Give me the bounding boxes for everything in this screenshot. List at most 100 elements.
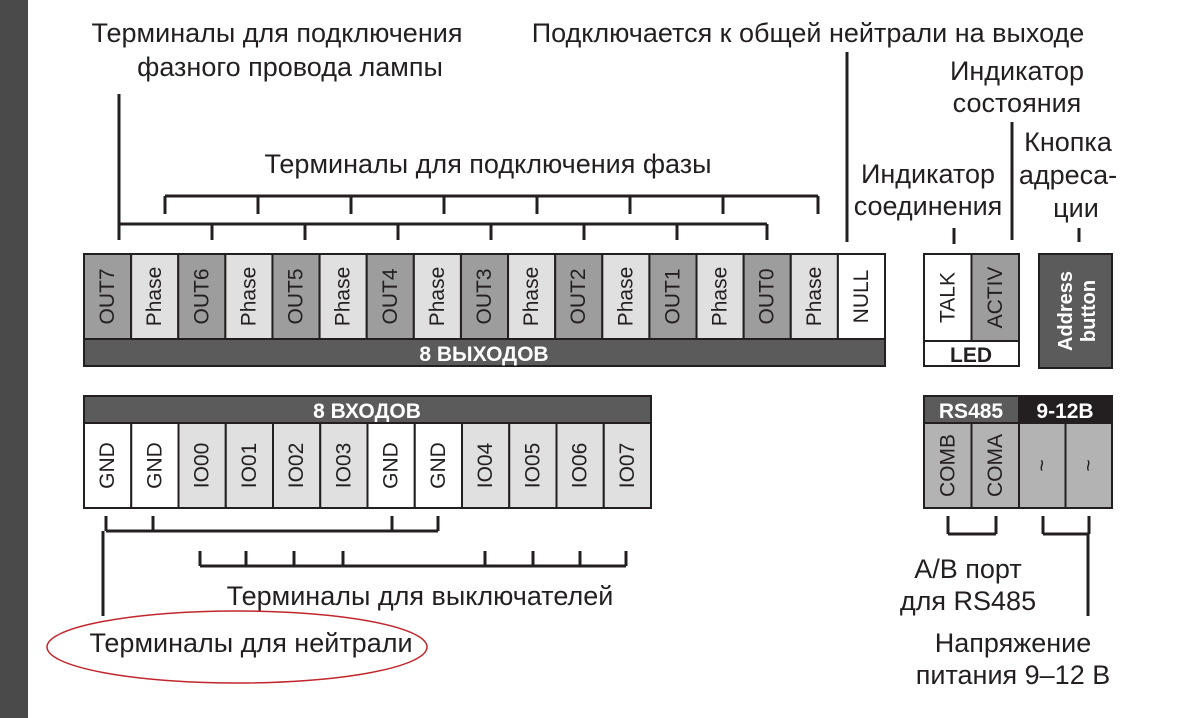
terminal-io01 xyxy=(224,422,274,509)
rs485-port-label-line1: A/B порт xyxy=(914,554,1021,584)
terminal-coma xyxy=(970,422,1020,509)
status-led-label-line1: Индикатор xyxy=(950,56,1084,86)
input-terminal-strip: GND GND IO00 IO01 IO02 IO03 GND GND IO04 IO05 IO06… xyxy=(83,422,652,509)
terminal-label-phase: Phase xyxy=(426,267,449,327)
rs485-bracket xyxy=(946,516,998,536)
terminal-activ xyxy=(970,253,1020,342)
terminal-phase xyxy=(695,253,745,340)
terminal-out4 xyxy=(365,253,415,340)
terminal-label-io04: IO04 xyxy=(474,442,497,488)
rs485-terminal-strip: COMB COMA xyxy=(923,422,1020,509)
terminal-label-phase: Phase xyxy=(143,267,166,327)
rs485-port-label-line2: для RS485 xyxy=(900,586,1036,616)
terminal-label-phase: Phase xyxy=(803,267,826,327)
terminal-label-null: NULL xyxy=(850,270,873,324)
neutral-bracket xyxy=(101,516,440,616)
power-label-line2: питания 9–12 В xyxy=(916,660,1110,690)
terminal-label-out4: OUT4 xyxy=(379,268,402,324)
terminal-label-io03: IO03 xyxy=(332,443,355,489)
terminal-label-out5: OUT5 xyxy=(285,268,308,324)
terminal-io05 xyxy=(508,422,558,509)
terminal-label-out0: OUT0 xyxy=(756,268,779,324)
power-bar xyxy=(1018,395,1113,424)
terminal-label-gnd: GND xyxy=(96,442,119,489)
output-terminal-strip: OUT7 Phase OUT6 Phase OUT5 Phase OUT4 Phase OUT3… xyxy=(83,253,886,340)
phase-terminals-label: Терминалы для подключения фазы xyxy=(264,149,711,179)
address-button-text-line2: button xyxy=(1078,280,1100,342)
terminal-phase xyxy=(224,253,274,340)
terminal-null xyxy=(836,253,886,340)
terminal-label-phase: Phase xyxy=(614,267,637,327)
terminal-label-activ: ACTIV xyxy=(984,267,1007,329)
terminal-label-out2: OUT2 xyxy=(567,268,590,324)
terminal-label-gnd: GND xyxy=(143,442,166,489)
terminal-label-tilde: ~ xyxy=(1077,459,1100,471)
terminal-talk xyxy=(923,253,973,342)
terminal-io06 xyxy=(555,422,605,509)
terminal-label-out1: OUT1 xyxy=(661,268,684,324)
terminal-label-phase: Phase xyxy=(332,267,355,327)
inputs-bar-label: 8 ВХОДОВ xyxy=(313,400,421,423)
terminal-label-tilde: ~ xyxy=(1031,459,1054,471)
terminal-label-phase: Phase xyxy=(709,267,732,327)
terminal-out7 xyxy=(83,253,133,340)
switch-terminals-label: Терминалы для выключателей xyxy=(227,581,614,611)
connection-led-label-line2: соединения xyxy=(854,191,1003,221)
terminal-io03 xyxy=(319,422,369,509)
address-button-label-line3: ции xyxy=(1053,193,1099,223)
inputs-bar xyxy=(83,395,652,424)
led-bar-label: LED xyxy=(950,344,992,367)
outputs-bar xyxy=(83,338,886,367)
power-label-line1: Напряжение xyxy=(935,628,1092,658)
connection-led-label-line1: Индикатор xyxy=(861,159,995,189)
lamp-phase-label-line1: Терминалы для подключения xyxy=(92,18,463,48)
terminal-label-gnd: GND xyxy=(427,442,450,489)
left-side-bar xyxy=(0,0,28,718)
terminal-tilde xyxy=(1064,422,1113,509)
power-bracket xyxy=(1041,516,1091,616)
terminal-gnd xyxy=(83,422,133,509)
terminal-label-io02: IO02 xyxy=(285,443,308,489)
terminal-label-out6: OUT6 xyxy=(190,268,213,324)
terminal-label-out7: OUT7 xyxy=(96,268,119,324)
terminal-label-io06: IO06 xyxy=(569,443,592,489)
led-terminal-strip: TALK ACTIV xyxy=(923,253,1020,342)
terminal-label-io05: IO05 xyxy=(521,443,544,489)
terminal-label-coma: COMA xyxy=(984,434,1007,497)
terminal-io02 xyxy=(272,422,322,509)
terminal-label-phase: Phase xyxy=(237,267,260,327)
rs485-bar-label: RS485 xyxy=(939,400,1004,423)
address-button-text-line1: Address xyxy=(1055,271,1077,351)
common-neutral-label: Подключается к общей нейтрали на выходе xyxy=(532,18,1085,48)
neutral-terminals-label: Терминалы для нейтрали xyxy=(89,628,412,658)
address-button[interactable] xyxy=(1038,253,1113,369)
power-terminal-strip: ~~ xyxy=(1018,422,1113,509)
terminal-label-out3: OUT3 xyxy=(473,268,496,324)
terminal-out1 xyxy=(648,253,698,340)
outputs-bar-label: 8 ВЫХОДОВ xyxy=(419,343,548,366)
terminal-io00 xyxy=(177,422,227,509)
terminal-gnd xyxy=(366,422,416,509)
terminal-label-io00: IO00 xyxy=(191,443,214,489)
switch-bracket xyxy=(198,551,628,568)
terminal-label-phase: Phase xyxy=(520,267,543,327)
lamp-phase-label-line2: фазного провода лампы xyxy=(137,52,443,82)
terminal-label-io01: IO01 xyxy=(238,443,261,489)
terminal-io04 xyxy=(461,422,511,509)
phase-bracket xyxy=(163,194,820,214)
lamp-phase-bracket xyxy=(117,94,769,240)
address-button-label-line2: адреса- xyxy=(1019,160,1117,190)
terminal-label-io07: IO07 xyxy=(616,443,639,489)
terminal-comb xyxy=(923,422,973,509)
terminal-label-talk: TALK xyxy=(936,272,959,323)
power-bar-label: 9-12В xyxy=(1036,400,1093,423)
led-bar xyxy=(923,340,1020,367)
terminal-io07 xyxy=(602,422,652,509)
address-button-label-line1: Кнопка xyxy=(1024,127,1113,157)
status-led-label-line2: состояния xyxy=(953,88,1082,118)
terminal-phase xyxy=(318,253,368,340)
terminal-label-gnd: GND xyxy=(380,442,403,489)
terminal-label-comb: COMB xyxy=(936,434,959,497)
annotation-ellipse xyxy=(46,610,428,684)
